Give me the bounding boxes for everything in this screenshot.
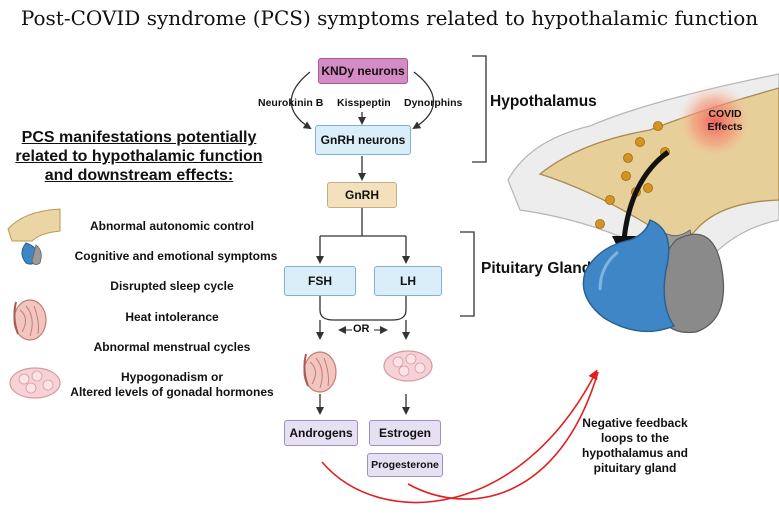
kndy-neurons-label: KNDy neurons [321, 64, 405, 78]
gnrh-label: GnRH [345, 188, 379, 202]
manifestation-menstrual: Abnormal menstrual cycles [93, 340, 251, 354]
testis-icon [13, 299, 47, 341]
hypothalamus-pituitary-illustration [507, 73, 779, 334]
ovary-icon [9, 367, 61, 399]
kisspeptin-label: Kisspeptin [337, 97, 391, 109]
arrow-converge [319, 296, 407, 321]
ovary-illustration [383, 350, 433, 382]
covid-label-line1: COVID [708, 108, 742, 120]
diagram-title: Post-COVID syndrome (PCS) symptoms relat… [20, 6, 759, 30]
gnrh-box: GnRH [327, 182, 397, 208]
testis-illustration [303, 351, 337, 393]
manifestation-heat: Heat intolerance [125, 310, 219, 324]
kndy-neurons-box: KNDy neurons [318, 58, 408, 84]
progesterone-label: Progesterone [371, 459, 439, 471]
gnrh-neurons-box: GnRH neurons [315, 125, 411, 155]
dynorphins-label: Dynorphins [404, 97, 463, 109]
neurokinin-label: Neurokinin B [258, 97, 324, 109]
arrow-neurokinin [290, 71, 312, 130]
manifestation-sleep: Disrupted sleep cycle [110, 279, 234, 293]
lh-label: LH [400, 274, 416, 288]
negative-feedback-label: Negative feedback loops to the hypothala… [581, 416, 688, 475]
arrow-dynorphins [412, 71, 435, 130]
progesterone-box: Progesterone [367, 453, 443, 477]
manifestation-hypogonadism: Hypogonadism or [120, 370, 223, 384]
covid-effects-label: COVID Effects [695, 108, 755, 134]
arrow-gnrh-split [320, 208, 406, 237]
feedback-arrow-1 [321, 369, 598, 504]
estrogen-box: Estrogen [369, 420, 441, 446]
fsh-label: FSH [308, 274, 332, 288]
estrogen-label: Estrogen [378, 426, 431, 440]
covid-label-line2: Effects [707, 121, 743, 133]
androgens-box: Androgens [284, 420, 358, 446]
hypothalamus-label: Hypothalamus [490, 93, 597, 110]
lh-box: LH [374, 266, 442, 296]
or-label: OR [353, 323, 370, 335]
pcs-heading: PCS manifestations potentially related t… [15, 129, 263, 184]
fsh-box: FSH [284, 266, 356, 296]
manifestation-autonomic: Abnormal autonomic control [89, 219, 254, 233]
androgens-label: Androgens [289, 426, 353, 440]
manifestation-gonadal-hormones: Altered levels of gonadal hormones [70, 385, 274, 399]
hypothalamus-bracket [472, 55, 487, 163]
gnrh-neurons-label: GnRH neurons [320, 133, 406, 147]
brain-pituitary-icon [7, 208, 61, 265]
pituitary-gland-label: Pituitary Gland [481, 260, 592, 277]
manifestation-cognitive: Cognitive and emotional symptoms [74, 249, 278, 263]
pituitary-bracket [460, 231, 475, 317]
feedback-arrow-2 [407, 371, 599, 500]
